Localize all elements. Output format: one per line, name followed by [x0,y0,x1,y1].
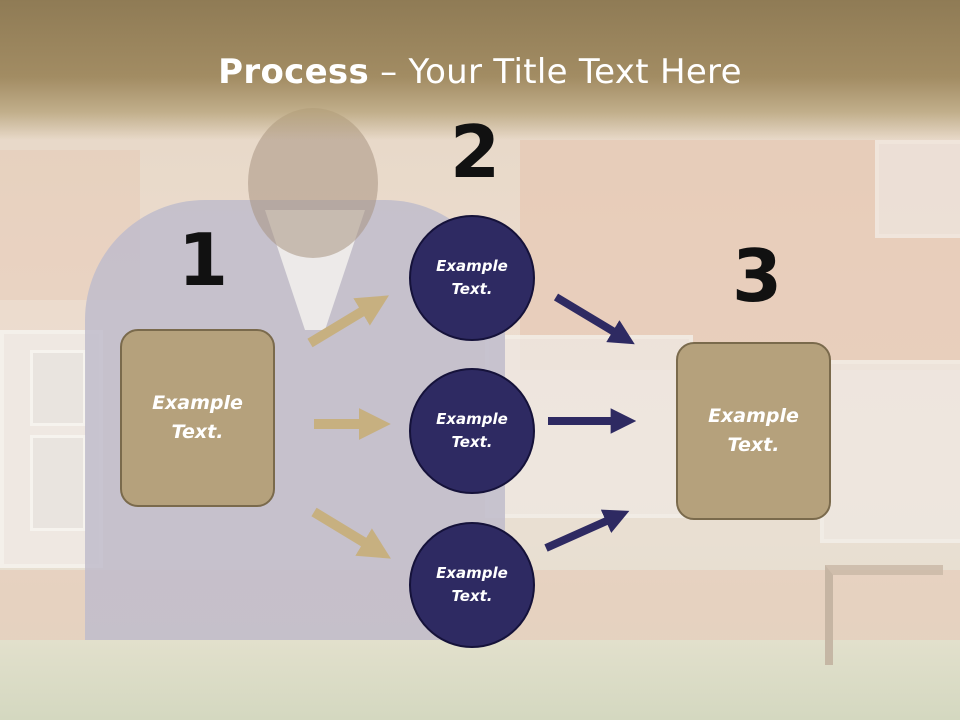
step-2-circle-bottom: Example Text. [409,522,535,648]
step-2-circle-top: Example Text. [409,215,535,341]
circle-top-text: Example Text. [436,257,508,298]
step-2-number: 2 [450,110,501,194]
step-3-box-text: Example Text. [708,405,799,456]
title-bar [0,0,960,140]
circle-middle-text: Example Text. [436,410,508,451]
step-1-number: 1 [178,218,229,302]
arrow-box1-to-top-circle [307,295,389,348]
step-1-box: Example Text. [120,329,275,507]
slide-title: Process – Your Title Text Here [0,52,960,92]
arrow-bottom-circle-to-box3 [544,509,630,552]
title-bold-part: Process [218,52,370,92]
step-3-box: Example Text. [676,342,831,520]
step-2-circle-middle: Example Text. [409,368,535,494]
title-regular-part: – Your Title Text Here [369,52,742,92]
arrow-top-circle-to-box3 [553,293,635,345]
step-3-number: 3 [732,234,783,318]
circle-bottom-text: Example Text. [436,564,508,605]
step-1-box-text: Example Text. [152,392,243,443]
arrow-box1-to-bottom-circle [311,507,391,559]
